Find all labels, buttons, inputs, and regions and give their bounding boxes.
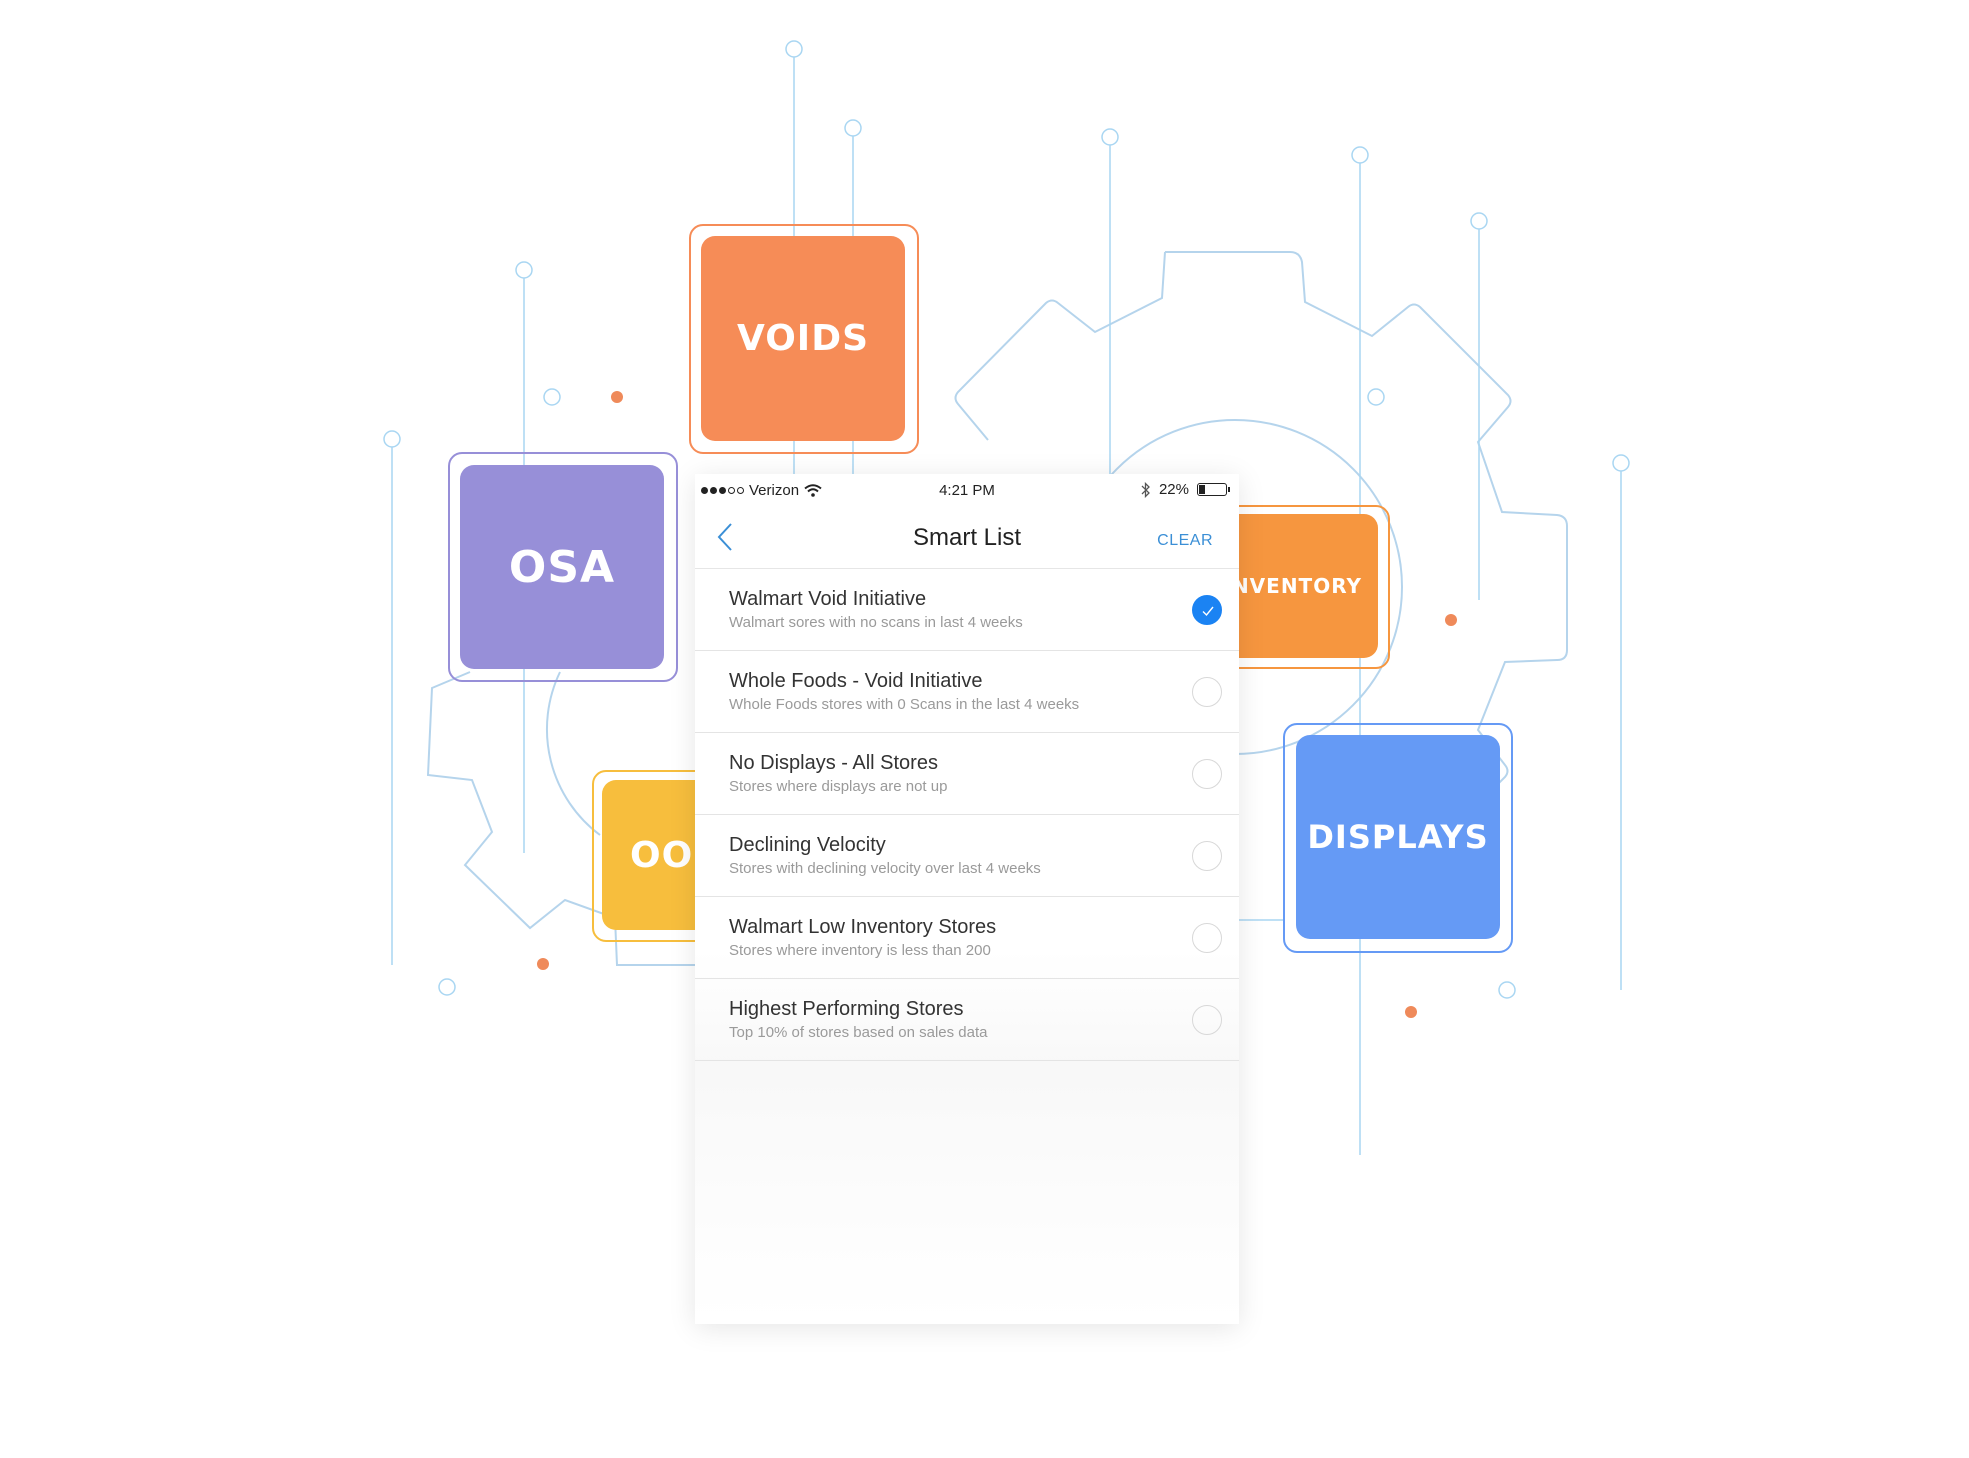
list-item-title: Declining Velocity (729, 834, 886, 856)
osa-tile[interactable]: OSA (460, 465, 664, 669)
chevron-left-icon (717, 523, 732, 551)
signal-strength-icon (701, 487, 744, 494)
list-item-title: Whole Foods - Void Initiative (729, 670, 983, 692)
bluetooth-icon (1141, 481, 1150, 498)
navigation-bar: Smart List CLEAR (695, 508, 1239, 569)
select-radio[interactable] (1192, 841, 1222, 871)
list-item[interactable]: Walmart Void Initiative Walmart sores wi… (695, 569, 1239, 651)
list-item[interactable]: Walmart Low Inventory Stores Stores wher… (695, 897, 1239, 979)
voids-tile[interactable]: VOIDS (701, 236, 905, 441)
list-item-subtitle: Top 10% of stores based on sales data (729, 1024, 988, 1041)
list-item-subtitle: Stores where inventory is less than 200 (729, 942, 991, 959)
status-bar: Verizon 4:21 PM 22% (695, 474, 1239, 508)
select-radio[interactable] (1192, 1005, 1222, 1035)
displays-tile-frame (1283, 723, 1513, 953)
osa-tile-frame (448, 452, 678, 682)
gear-arc-icon (545, 671, 601, 836)
gear-outline-icon (1165, 251, 1568, 868)
oos-tile[interactable]: OO (602, 780, 712, 930)
gear-outline-icon (954, 251, 1166, 441)
list-item-subtitle: Whole Foods stores with 0 Scans in the l… (729, 696, 1080, 713)
gear-outline-icon (426, 671, 695, 966)
status-time: 4:21 PM (939, 482, 995, 499)
list-item-subtitle: Walmart sores with no scans in last 4 we… (729, 614, 1023, 631)
list-item-title: Walmart Void Initiative (729, 588, 927, 610)
displays-tile[interactable]: DISPLAYS (1296, 735, 1500, 939)
battery-percent: 22% (1158, 481, 1189, 498)
list-item-title: No Displays - All Stores (729, 752, 938, 774)
list-item-subtitle: Stores where displays are not up (729, 778, 948, 795)
list-item[interactable]: No Displays - All Stores Stores where di… (695, 733, 1239, 815)
battery-icon (1197, 483, 1230, 496)
select-radio[interactable] (1192, 923, 1222, 953)
signal-dot (737, 487, 744, 494)
signal-dot (728, 487, 735, 494)
select-radio[interactable] (1192, 759, 1222, 789)
wifi-icon (804, 484, 822, 497)
signal-dot (719, 487, 726, 494)
list-item-title: Highest Performing Stores (729, 998, 964, 1020)
back-button[interactable] (713, 520, 739, 554)
smart-list: Walmart Void Initiative Walmart sores wi… (695, 569, 1239, 1061)
carrier-label: Verizon (749, 482, 800, 499)
signal-dot (701, 487, 708, 494)
list-item-subtitle: Stores with declining velocity over last… (729, 860, 1041, 877)
phone-screen: Verizon 4:21 PM 22% Smart List CLEAR W (695, 474, 1239, 1324)
list-item[interactable]: Declining Velocity Stores with declining… (695, 815, 1239, 897)
voids-tile-frame (689, 224, 919, 454)
list-item-title: Walmart Low Inventory Stores (729, 916, 997, 938)
list-item[interactable]: Whole Foods - Void Initiative Whole Food… (695, 651, 1239, 733)
signal-dot (710, 487, 717, 494)
clear-button[interactable]: CLEAR (1157, 532, 1213, 549)
select-radio[interactable] (1192, 677, 1222, 707)
page-title: Smart List (912, 524, 1022, 551)
checkmark-icon (1202, 606, 1214, 617)
select-radio[interactable] (1192, 595, 1222, 625)
list-item[interactable]: Highest Performing Stores Top 10% of sto… (695, 979, 1239, 1061)
